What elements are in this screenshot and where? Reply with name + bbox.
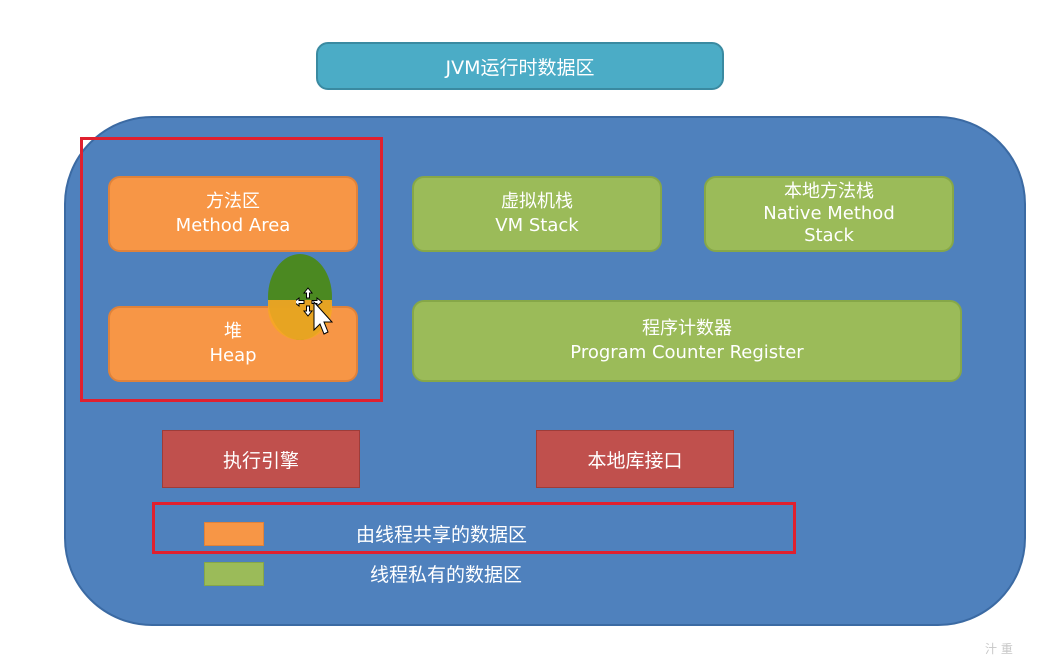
pc-register-zh: 程序计数器 <box>642 318 732 339</box>
heap-en: Heap <box>209 345 257 366</box>
vm-stack-en: VM Stack <box>495 215 579 236</box>
mouse-cursor-icon <box>296 287 334 335</box>
vm-stack-box: 虚拟机栈 VM Stack <box>412 176 662 252</box>
diagram-title-text: JVM运行时数据区 <box>445 56 595 79</box>
pc-register-en: Program Counter Register <box>570 342 804 363</box>
native-stack-en-line2: Stack <box>804 225 854 246</box>
shared-area-highlight-frame <box>80 137 383 402</box>
heap-box: 堆 Heap <box>108 306 358 382</box>
method-area-zh: 方法区 <box>206 191 260 212</box>
shared-area-swatch <box>204 522 264 546</box>
vm-stack-zh: 虚拟机栈 <box>501 191 573 212</box>
native-method-stack-box: 本地方法栈 Native Method Stack <box>704 176 954 252</box>
program-counter-register-box: 程序计数器 Program Counter Register <box>412 300 962 382</box>
method-area-box: 方法区 Method Area <box>108 176 358 252</box>
execution-engine-box: 执行引擎 <box>162 430 360 488</box>
watermark: 汁 重 <box>985 642 1013 656</box>
execution-engine-label: 执行引擎 <box>222 449 299 472</box>
heap-zh: 堆 <box>224 321 242 342</box>
legend-private-label: 线程私有的数据区 <box>370 564 523 586</box>
native-interface-label: 本地库接口 <box>587 449 683 472</box>
native-interface-box: 本地库接口 <box>536 430 734 488</box>
diagram-title: JVM运行时数据区 <box>316 42 724 90</box>
native-stack-zh: 本地方法栈 <box>784 181 874 202</box>
method-area-en: Method Area <box>175 215 291 236</box>
legend-highlight-frame <box>152 502 796 554</box>
native-stack-en-line1: Native Method <box>763 203 895 224</box>
legend-shared-label: 由线程共享的数据区 <box>356 524 528 546</box>
private-area-swatch <box>204 562 264 586</box>
